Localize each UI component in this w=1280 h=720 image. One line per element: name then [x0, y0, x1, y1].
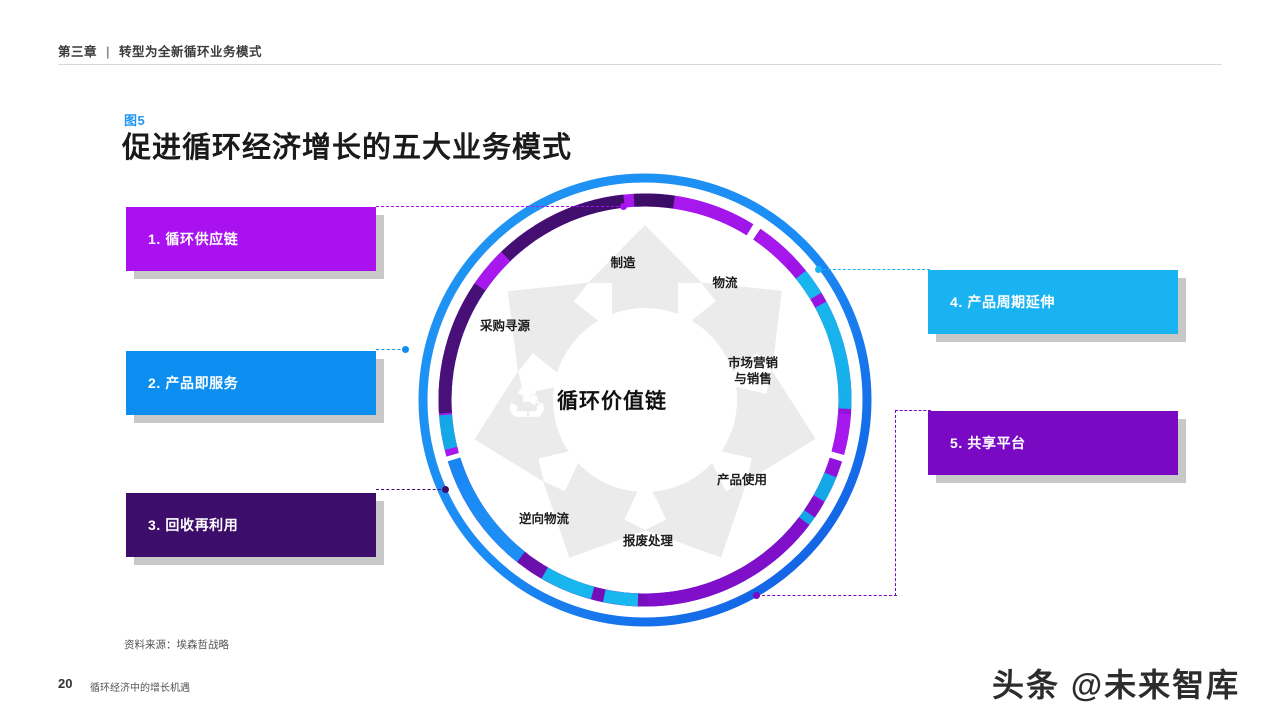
callout-box-label: 5. 共享平台 [950, 435, 1026, 451]
circular-value-chain-diagram: 制造 物流 市场营销 与销售 产品使用 报废处理 逆向物流 采购寻源 循环价值链 [410, 165, 910, 635]
watermark: 头条 @未来智库 [992, 667, 1241, 703]
page-title: 促进循环经济增长的五大业务模式 [122, 132, 573, 164]
node-logistics: 物流 [712, 276, 738, 290]
document-title: 循环经济中的增长机遇 [90, 683, 190, 694]
callout-box-product-as-service[interactable]: 2. 产品即服务 [126, 351, 384, 423]
source-note: 资料来源：埃森哲战略 [124, 639, 229, 651]
callout-box-recycle-reuse[interactable]: 3. 回收再利用 [126, 493, 384, 565]
node-sourcing: 采购寻源 [479, 319, 530, 333]
page-number: 20 [58, 676, 73, 691]
chapter-breadcrumb: 第三章 | 转型为全新循环业务模式 [58, 41, 262, 60]
outer-blue-ring [418, 173, 872, 627]
callout-box-sharing-platform[interactable]: 5. 共享平台 [928, 411, 1186, 483]
callout-box-product-life-extension[interactable]: 4. 产品周期延伸 [928, 270, 1186, 342]
node-reverse-logistics: 逆向物流 [518, 512, 569, 526]
callout-box-label: 4. 产品周期延伸 [950, 294, 1055, 310]
figure-label: 图5 [124, 113, 146, 128]
callout-box-label: 3. 回收再利用 [148, 517, 239, 533]
recycle-icon [509, 376, 546, 417]
chapter-number: 第三章 [58, 45, 98, 59]
pinwheel-arrows [474, 225, 816, 558]
breadcrumb-separator: | [106, 45, 110, 59]
node-disposal: 报废处理 [622, 534, 673, 548]
callout-box-label: 1. 循环供应链 [148, 231, 239, 247]
center-label: 循环价值链 [557, 390, 667, 413]
node-product-use: 产品使用 [716, 473, 767, 487]
inner-segmented-ring [438, 193, 852, 607]
callout-box-label: 2. 产品即服务 [148, 375, 239, 391]
callout-box-circular-supply-chain[interactable]: 1. 循环供应链 [126, 207, 384, 279]
node-manufacturing: 制造 [610, 256, 636, 270]
node-marketing-sales: 市场营销 与销售 [727, 356, 778, 387]
wheel-svg [418, 173, 872, 627]
chapter-title: 转型为全新循环业务模式 [118, 45, 262, 59]
header-divider [58, 64, 1222, 65]
